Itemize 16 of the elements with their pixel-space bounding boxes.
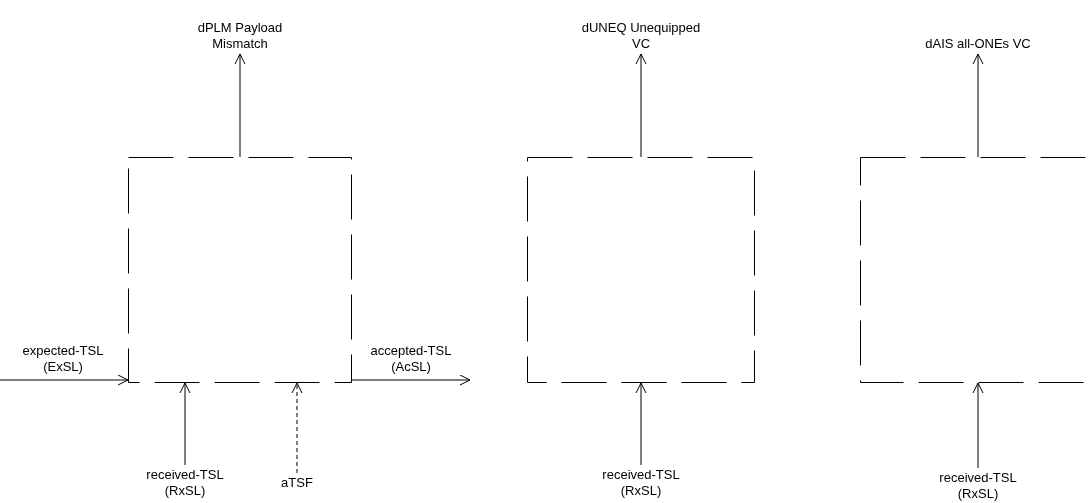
arrow [179, 382, 191, 466]
signal-label: received-TSL (RxSL) [145, 467, 225, 499]
arrow [351, 374, 471, 386]
arrow [291, 382, 303, 474]
signal-label: dPLM Payload Mismatch [196, 20, 284, 52]
arrow [972, 382, 984, 469]
arrow [635, 382, 647, 466]
arrow [972, 53, 984, 158]
arrow [234, 53, 246, 158]
signal-label: dUNEQ Unequipped VC [580, 20, 702, 52]
signal-label: received-TSL (RxSL) [601, 467, 681, 499]
signal-label: aTSF [280, 475, 314, 491]
signal-label: dAIS all-ONEs VC [924, 36, 1032, 52]
arrow [0, 374, 129, 386]
signal-label: received-TSL (RxSL) [938, 470, 1018, 502]
arrow [635, 53, 647, 158]
